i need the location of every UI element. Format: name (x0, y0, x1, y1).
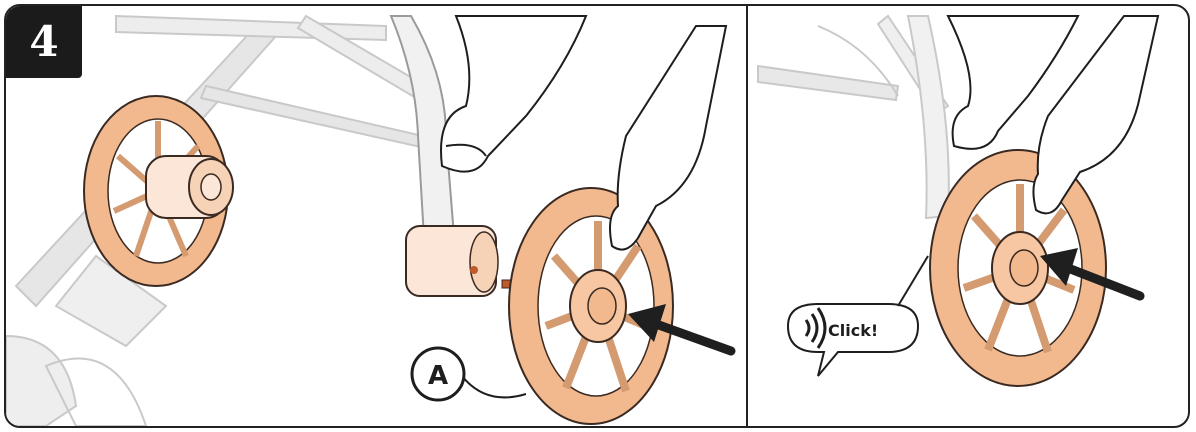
step-number: 4 (29, 17, 59, 66)
push-arrow-icon-right (1040, 248, 1145, 301)
sound-wave-icon (804, 307, 827, 349)
instruction-frame: 4 (4, 4, 1190, 428)
stroller-frame-faded-right (757, 14, 950, 220)
step-badge: 4 (6, 6, 82, 78)
callout-label-a: A (428, 361, 448, 391)
click-speech-bubble (786, 255, 929, 377)
callout-leader-line (461, 375, 527, 399)
hand-holding-wheel-right (1032, 15, 1160, 215)
wheel-attached (929, 149, 1107, 387)
hand-holding-frame (440, 15, 588, 173)
stroller-leg (389, 15, 517, 297)
wheel-being-attached (508, 187, 674, 425)
callout-circle-a (410, 346, 466, 402)
push-arrow-icon (628, 304, 736, 356)
click-sound-text: Click! (828, 321, 878, 340)
hand-holding-wheel (609, 25, 728, 251)
hand-holding-frame-right (946, 15, 1080, 150)
panel-divider (746, 6, 748, 426)
panel-right-illustration: Click! (757, 14, 1160, 387)
wheel-hub-unit (145, 155, 234, 219)
panel-left-illustration: A (6, 14, 736, 426)
